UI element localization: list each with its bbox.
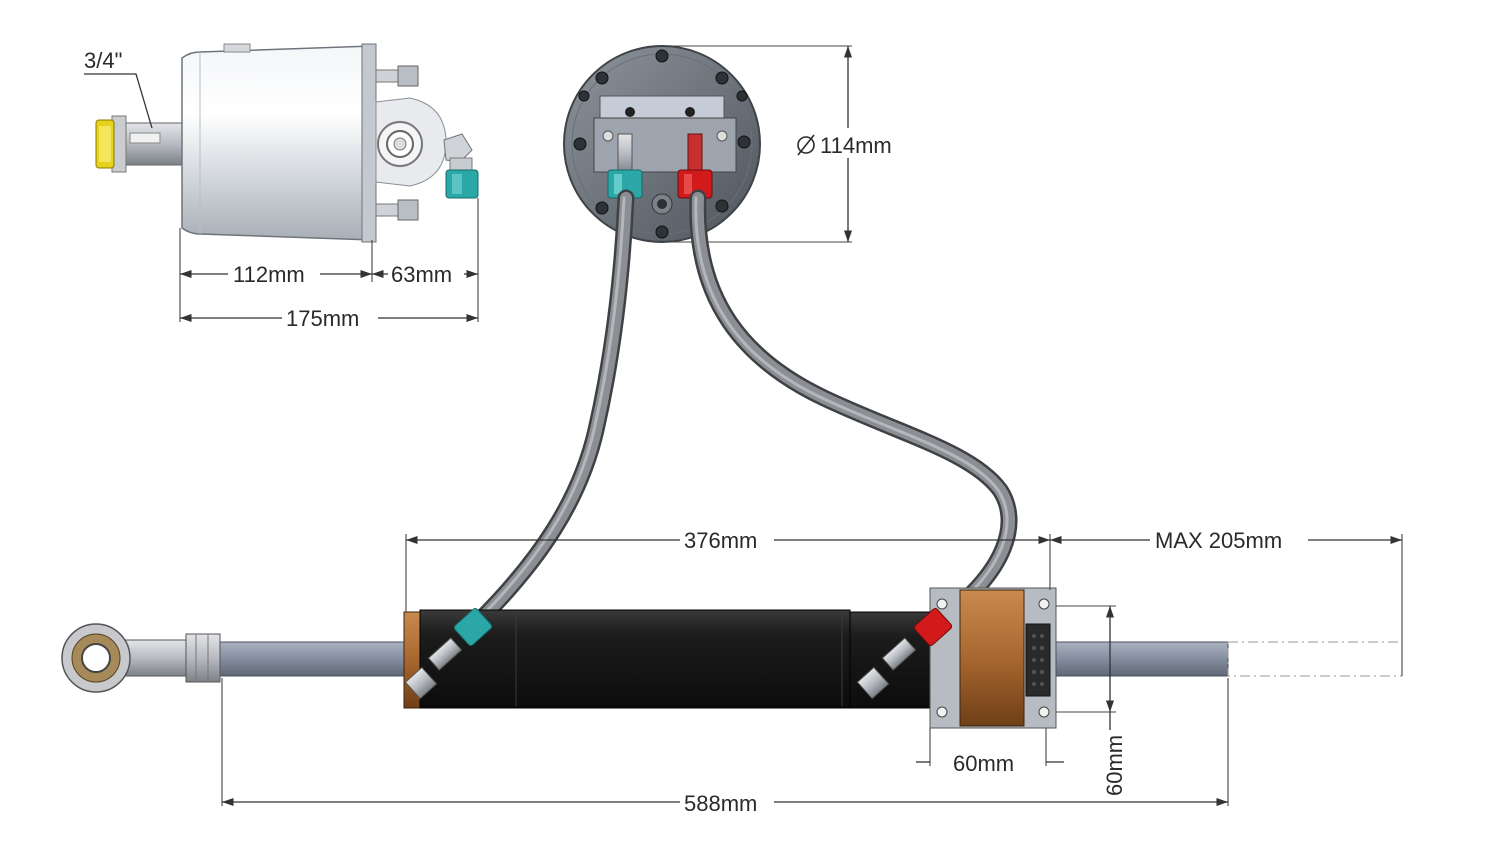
- cylinder-fitting-teal: [404, 608, 493, 700]
- cylinder-dimensions: 376mm MAX 205mm 60mm 60mm 588mm: [221, 526, 1403, 816]
- pump-dimensions: 3/4" 112mm 63mm 175mm: [84, 48, 479, 332]
- diameter-symbol: [797, 134, 815, 156]
- hydraulic-hoses: [469, 189, 1018, 631]
- rod-end-bearing: [61, 623, 221, 693]
- pump-rear-view: [563, 45, 761, 243]
- mount-bolts: [936, 598, 1050, 718]
- pump-side-view: [95, 43, 479, 243]
- shaft-size-label: 3/4": [84, 48, 122, 73]
- cylinder-rod-right: [1055, 641, 1229, 677]
- steering-cylinder: [61, 587, 1403, 729]
- rear-face-bolts: [573, 49, 751, 239]
- pump-bolts: [375, 65, 419, 221]
- mount-height-label: 60mm: [1102, 735, 1127, 796]
- cylinder-fitting-red: [856, 608, 953, 700]
- pump-diameter-label: 114mm: [820, 133, 892, 158]
- cylinder-rod-left: [217, 641, 409, 677]
- pump-body-length-label: 112mm: [233, 262, 305, 287]
- pump-body: [181, 45, 373, 241]
- pump-diameter-dimension: 114mm: [662, 45, 908, 243]
- max-stroke-label: MAX 205mm: [1155, 528, 1282, 553]
- total-length-label: 588mm: [684, 791, 757, 816]
- pump-total-length-label: 175mm: [286, 306, 359, 331]
- rod-max-extension-phantom: [1227, 641, 1403, 677]
- mount-width-label: 60mm: [953, 751, 1014, 776]
- cylinder-length-label: 376mm: [684, 528, 757, 553]
- pump-valve-length-label: 63mm: [391, 262, 452, 287]
